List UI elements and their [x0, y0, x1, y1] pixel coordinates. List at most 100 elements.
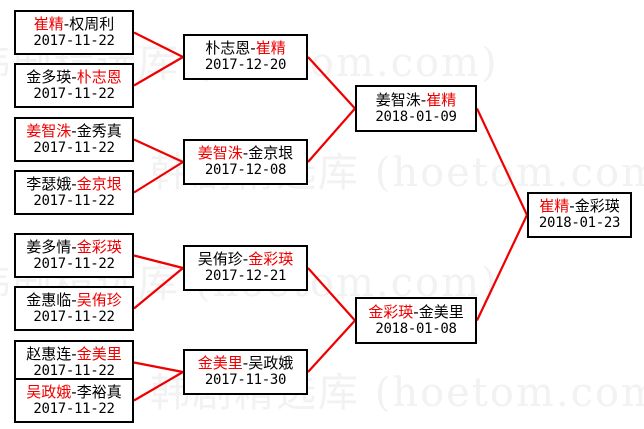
player-left: 金彩瑛	[368, 302, 414, 321]
match-date: 2017-11-22	[33, 255, 115, 272]
connector-line	[133, 254, 184, 270]
player-left: 吴政娥	[26, 382, 72, 401]
match-date: 2018-01-08	[375, 320, 457, 337]
match-players: 吴政娥-李裕真	[26, 382, 122, 401]
player-right: 金京垠	[248, 144, 294, 163]
player-separator: -	[71, 344, 77, 363]
match-players: 赵惠连-金美里	[26, 344, 122, 363]
player-left: 李瑟娥	[26, 174, 72, 193]
match-players: 崔精-金彩瑛	[539, 197, 620, 216]
match-date: 2017-11-22	[33, 139, 115, 156]
player-separator: -	[71, 290, 77, 309]
match-date: 2018-01-09	[375, 108, 457, 125]
match-date: 2017-11-22	[33, 362, 115, 379]
player-right: 金美里	[418, 302, 464, 321]
match-players: 姜智洙-崔精	[375, 90, 457, 109]
player-left: 崔精	[539, 197, 570, 216]
match-players: 姜多情-金彩瑛	[26, 237, 122, 256]
player-right: 权周利	[69, 14, 115, 33]
player-left: 金多瑛	[26, 67, 72, 86]
player-left: 崔精	[33, 14, 64, 33]
player-left: 吴侑珍	[197, 250, 243, 269]
match-date: 2017-11-22	[33, 400, 115, 417]
match-players: 崔精-权周利	[33, 14, 115, 33]
player-separator: -	[71, 121, 77, 140]
match-players: 金美里-吴政娥	[197, 354, 294, 373]
player-separator: -	[71, 382, 77, 401]
player-right: 吴侑珍	[76, 290, 122, 309]
player-separator: -	[71, 174, 77, 193]
player-right: 金彩瑛	[248, 250, 294, 269]
match-date: 2017-11-22	[33, 32, 115, 49]
connector-line	[476, 108, 528, 216]
player-separator: -	[413, 302, 419, 321]
player-right: 李裕真	[76, 382, 122, 401]
player-separator: -	[242, 144, 249, 163]
match-date: 2017-11-22	[33, 308, 115, 325]
connector-line	[307, 56, 356, 110]
match-date: 2018-01-23	[538, 215, 621, 232]
player-left: 赵惠连	[26, 344, 72, 363]
match-players: 金多瑛-朴志恩	[26, 67, 122, 86]
player-separator: -	[63, 14, 70, 33]
player-right: 吴政娥	[248, 354, 294, 373]
player-separator: -	[71, 67, 77, 86]
connector-line	[133, 56, 184, 87]
player-left: 金惠临	[26, 290, 72, 309]
player-left: 金美里	[197, 354, 243, 373]
player-left: 姜智洙	[26, 121, 72, 140]
player-separator: -	[242, 250, 249, 269]
match-players: 金彩瑛-金美里	[368, 302, 464, 321]
player-right: 崔精	[255, 39, 286, 58]
match-date: 2017-12-21	[204, 268, 287, 285]
connector-line	[133, 267, 184, 310]
player-separator: -	[250, 39, 256, 58]
player-right: 朴志恩	[76, 67, 122, 86]
match-players: 朴志恩-崔精	[205, 39, 286, 58]
player-right: 金美里	[76, 344, 122, 363]
connector-line	[307, 319, 356, 373]
connector-line	[133, 138, 184, 163]
connector-line	[476, 214, 528, 321]
connector-line	[133, 371, 184, 402]
match-date: 2017-12-20	[204, 57, 287, 74]
match-players: 李瑟娥-金京垠	[26, 174, 121, 193]
match-date: 2017-11-30	[204, 372, 287, 389]
match-players: 吴侑珍-金彩瑛	[197, 250, 294, 269]
match-players: 姜智洙-金京垠	[197, 144, 294, 163]
player-right: 崔精	[426, 90, 457, 109]
connector-line	[307, 107, 356, 163]
connector-line	[133, 161, 184, 194]
match-date: 2017-11-22	[33, 85, 115, 102]
player-separator: -	[569, 197, 575, 216]
player-right: 金秀真	[76, 121, 122, 140]
connector-line	[133, 31, 184, 58]
match-date: 2017-12-08	[204, 162, 287, 179]
connector-line	[133, 361, 184, 374]
match-players: 金惠临-吴侑珍	[26, 290, 122, 309]
player-right: 金彩瑛	[574, 197, 620, 216]
player-separator: -	[420, 90, 427, 109]
player-right: 金彩瑛	[76, 237, 122, 256]
player-left: 姜智洙	[197, 144, 243, 163]
connector-line	[307, 267, 356, 322]
player-separator: -	[242, 354, 249, 373]
player-left: 姜智洙	[375, 90, 421, 109]
player-separator: -	[71, 237, 77, 256]
